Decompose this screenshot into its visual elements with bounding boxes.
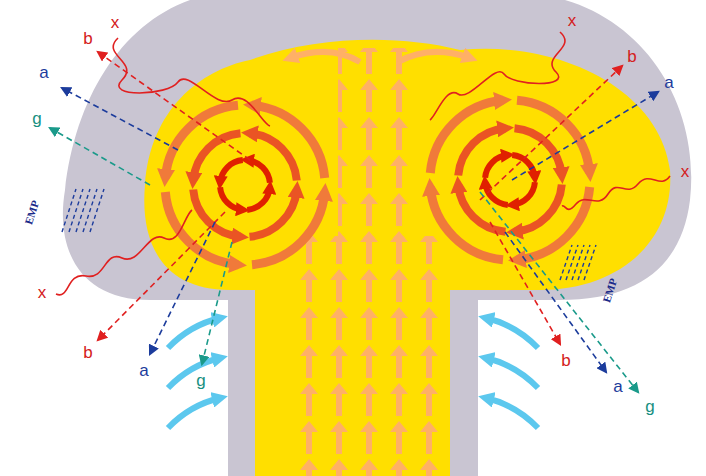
left-vortex [165, 105, 324, 264]
emp-label: EMP [601, 277, 619, 304]
rising-flow-arrows [290, 48, 470, 476]
x-ray-label: x [111, 14, 120, 31]
fireball [144, 40, 670, 476]
x-ray-waves [56, 32, 670, 295]
alpha-label: a [613, 378, 622, 395]
emp-waves [62, 189, 596, 280]
beta-label: b [627, 48, 636, 65]
emp-label: EMP [23, 199, 41, 226]
alpha-label: a [39, 64, 48, 81]
x-ray-label: x [681, 163, 690, 180]
beta-label: b [83, 344, 92, 361]
gamma-label: g [32, 110, 41, 127]
beta-label: b [561, 352, 570, 369]
gamma-label: g [645, 398, 654, 415]
x-ray-label: x [568, 12, 577, 29]
beta-label: b [83, 30, 92, 47]
x-ray-label: x [38, 284, 47, 301]
alpha-label: a [664, 74, 673, 91]
gamma-label: g [196, 372, 205, 389]
gamma-ray-arrows [50, 128, 638, 392]
beta-ray-arrows [98, 52, 622, 344]
right-vortex [430, 100, 589, 259]
alpha-ray-arrows [62, 88, 658, 372]
alpha-label: a [139, 362, 148, 379]
inflow-arrows [168, 318, 538, 428]
